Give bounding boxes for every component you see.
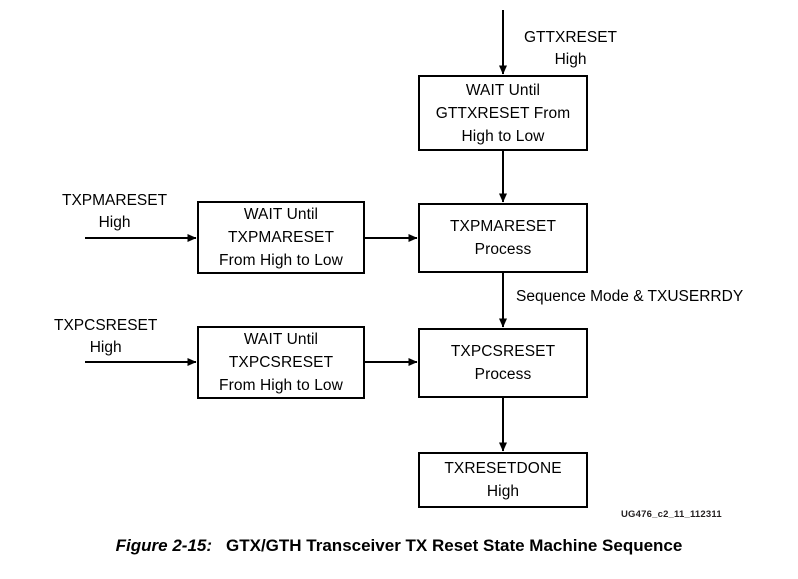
figure-caption-label: Figure 2-15: [115, 536, 213, 555]
state-box-line: WAIT Until [243, 206, 319, 223]
state-box-txpmareset-process: TXPMARESET Process [418, 203, 588, 273]
state-box-line: Process [474, 366, 532, 383]
figure-id-text: UG476_c2_11_112311 [621, 509, 722, 520]
state-box-line: TXPMARESET [227, 229, 335, 246]
edge-label-line: TXPMARESET [62, 192, 168, 209]
state-box-txpcsreset-process: TXPCSRESET Process [418, 328, 588, 398]
state-box-line: TXPCSRESET [450, 343, 556, 360]
state-box-line: Process [474, 241, 532, 258]
state-box-line: WAIT Until [465, 81, 541, 99]
edge-label-sequence-mode: Sequence Mode & TXUSERRDY [516, 286, 743, 308]
state-box-line: High to Low [461, 127, 545, 145]
state-box-line: From High to Low [219, 252, 343, 269]
state-box-line: High [486, 483, 520, 500]
figure-caption-title: GTX/GTH Transceiver TX Reset State Machi… [226, 536, 683, 555]
state-box-txresetdone: TXRESETDONE High [418, 452, 588, 508]
edge-label-line: High [554, 51, 587, 68]
edge-label-line: GTTXRESET [524, 29, 618, 46]
state-box-line: TXRESETDONE [444, 460, 562, 477]
state-box-line: WAIT Until [243, 331, 319, 348]
edge-label-line: Sequence Mode & TXUSERRDY [516, 288, 744, 305]
state-box-line: From High to Low [219, 377, 343, 394]
edge-label-txpmareset-input: TXPMARESET High [62, 190, 167, 234]
state-box-wait-txpmareset: WAIT Until TXPMARESET From High to Low [197, 201, 365, 274]
edge-label-line: TXPCSRESET [54, 317, 158, 334]
figure-caption: Figure 2-15: GTX/GTH Transceiver TX Reset… [0, 536, 798, 556]
state-box-wait-gttxreset: WAIT Until GTTXRESET From High to Low [418, 75, 588, 151]
state-box-line: GTTXRESET From [435, 104, 571, 122]
edge-label-gttxreset-input: GTTXRESET High [524, 27, 617, 71]
state-box-line: TXPCSRESET [228, 354, 334, 371]
state-box-wait-txpcsreset: WAIT Until TXPCSRESET From High to Low [197, 326, 365, 399]
edge-label-line: High [89, 339, 122, 356]
state-box-line: TXPMARESET [449, 218, 557, 235]
edge-label-txpcsreset-input: TXPCSRESET High [54, 315, 157, 359]
edge-label-line: High [98, 214, 131, 231]
